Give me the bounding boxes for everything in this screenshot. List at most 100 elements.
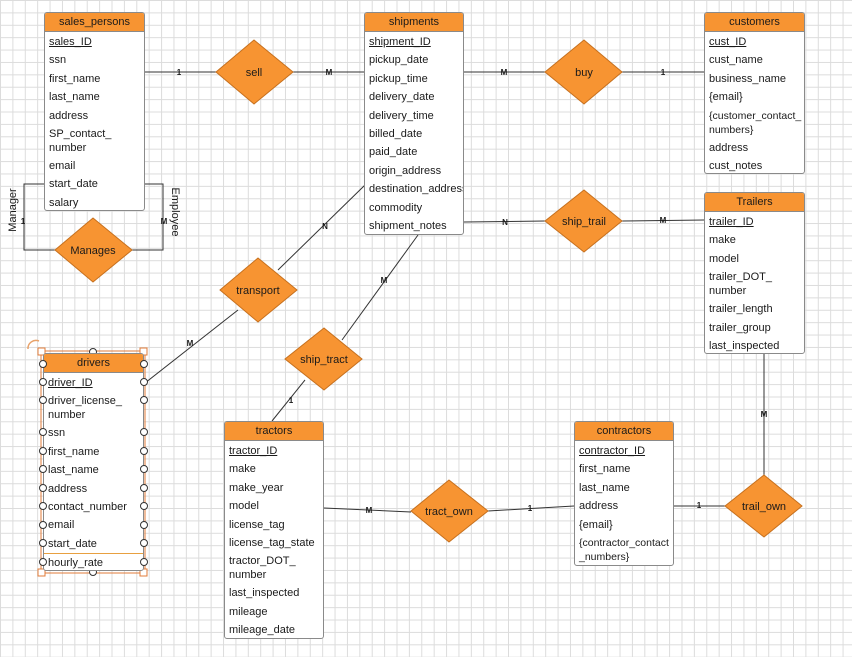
- relationship-buy[interactable]: buy: [544, 39, 623, 105]
- attribute: first_name: [579, 463, 631, 476]
- relationship-sell-label: sell: [246, 67, 263, 79]
- cardinality-transport-drivers: M: [187, 339, 194, 348]
- attribute: address: [48, 482, 88, 495]
- attribute: start_date: [48, 537, 97, 550]
- attribute: make: [709, 234, 736, 247]
- line-shipments-transport: [277, 184, 366, 271]
- line-shiptract-tractors: [271, 379, 306, 422]
- cardinality-buy-shipments: M: [501, 68, 508, 77]
- entity-tractors[interactable]: tractors tractor_ID make make_year model…: [224, 421, 324, 639]
- cardinality-manages-manager: 1: [21, 217, 26, 226]
- relationship-manages[interactable]: Manages: [54, 217, 133, 283]
- attribute: last_inspected: [229, 587, 300, 600]
- relationship-ship-trail[interactable]: ship_trail: [544, 189, 623, 253]
- cardinality-buy-customers: 1: [661, 68, 666, 77]
- attribute: cust_notes: [709, 159, 763, 172]
- entity-title: tractors: [225, 422, 323, 441]
- line-tractown-contractors: [487, 505, 575, 512]
- cardinality-sell-shipments: M: [326, 68, 333, 77]
- attribute: contact_number: [48, 500, 127, 513]
- entity-contractors[interactable]: contractors contractor_ID first_name las…: [574, 421, 674, 566]
- relationship-ship-tract-label: ship_tract: [300, 354, 348, 366]
- role-employee-label: Employee: [169, 188, 181, 237]
- attribute: salary: [49, 196, 79, 209]
- attribute-list: contractor_ID first_name last_name addre…: [575, 441, 673, 565]
- attribute: hourly_rate: [44, 553, 143, 570]
- relationship-trail-own[interactable]: trail_own: [724, 474, 803, 538]
- rotate-icon[interactable]: [27, 339, 40, 350]
- attribute: ssn: [49, 54, 67, 67]
- attribute: last_name: [49, 91, 100, 104]
- attribute: first_name: [48, 445, 100, 458]
- attribute-list: driver_ID driver_license_ number ssn fir…: [44, 373, 143, 570]
- attribute: trailer_group: [709, 321, 771, 334]
- entity-customers[interactable]: customers cust_ID cust_name business_nam…: [704, 12, 805, 174]
- attribute: billed_date: [369, 127, 423, 140]
- attribute-list: sales_ID ssn first_name last_name addres…: [45, 32, 144, 210]
- line-manages-manager: [23, 183, 55, 251]
- attribute: SP_contact_ number: [49, 127, 112, 154]
- cardinality-shiptract-shipments: M: [381, 276, 388, 285]
- line-manages-employee: [132, 183, 164, 251]
- attribute-list: shipment_ID pickup_date pickup_time deli…: [365, 32, 464, 234]
- attribute: tractor_DOT_ number: [229, 555, 296, 582]
- attribute-list: trailer_ID make model trailer_DOT_ numbe…: [705, 212, 804, 353]
- attribute-list: cust_ID cust_name business_name {email} …: [705, 32, 804, 173]
- attribute: trailer_DOT_ number: [709, 271, 772, 298]
- entity-title: shipments: [365, 13, 463, 32]
- entity-title: customers: [705, 13, 804, 32]
- attribute: start_date: [49, 178, 98, 191]
- relationship-transport-label: transport: [236, 285, 279, 297]
- entity-trailers[interactable]: Trailers trailer_ID make model trailer_D…: [704, 192, 805, 354]
- entity-drivers[interactable]: drivers driver_ID driver_license_ number…: [43, 353, 144, 571]
- attribute: driver_license_ number: [48, 395, 122, 422]
- resize-handle[interactable]: [37, 347, 46, 356]
- attribute: license_tag_state: [229, 536, 315, 549]
- attribute-primary-key: trailer_ID: [709, 216, 754, 228]
- attribute: ssn: [48, 427, 66, 440]
- attribute: paid_date: [369, 146, 418, 159]
- drivers-selection-handles[interactable]: [27, 339, 148, 577]
- attribute: commodity: [369, 201, 423, 214]
- attribute: shipment_notes: [369, 219, 447, 232]
- cardinality-sell-sales: 1: [177, 68, 182, 77]
- cardinality-tractown-contractors: 1: [528, 504, 533, 513]
- attribute: {email}: [709, 91, 743, 104]
- cardinality-trailown-contractors: 1: [697, 501, 702, 510]
- attribute: {contractor_contact _numbers}: [579, 536, 669, 563]
- attribute: last_inspected: [709, 339, 780, 352]
- attribute: mileage_date: [229, 624, 296, 637]
- resize-handle[interactable]: [37, 568, 46, 577]
- relationship-sell[interactable]: sell: [215, 39, 294, 105]
- cardinality-shiptract-tractors: 1: [289, 396, 294, 405]
- relationship-buy-label: buy: [575, 67, 593, 79]
- entity-title: Trailers: [705, 193, 804, 212]
- attribute: origin_address: [369, 164, 442, 177]
- entity-sales-persons[interactable]: sales_persons sales_ID ssn first_name la…: [44, 12, 145, 211]
- attribute: address: [579, 500, 619, 513]
- attribute: license_tag: [229, 518, 285, 531]
- attribute: destination_address: [369, 183, 464, 196]
- line-shiptrail-trailers: [621, 219, 705, 222]
- role-manager-label: Manager: [7, 188, 19, 232]
- attribute: mileage: [229, 605, 268, 618]
- attribute: pickup_time: [369, 72, 428, 85]
- attribute: {customer_contact_ numbers}: [709, 109, 802, 136]
- entity-title: sales_persons: [45, 13, 144, 32]
- line-shipments-shiptrail: [463, 220, 546, 223]
- attribute: delivery_date: [369, 91, 435, 104]
- attribute: model: [709, 252, 739, 265]
- relationship-transport[interactable]: transport: [219, 257, 298, 323]
- attribute: address: [709, 141, 749, 154]
- line-shipments-shiptract: [341, 234, 419, 341]
- relationship-ship-tract[interactable]: ship_tract: [284, 327, 363, 391]
- attribute: make: [229, 463, 256, 476]
- attribute-primary-key: shipment_ID: [369, 36, 431, 48]
- relationship-tract-own[interactable]: tract_own: [410, 479, 489, 543]
- attribute: business_name: [709, 72, 787, 85]
- cardinality-manages-employee: M: [161, 217, 168, 226]
- attribute-primary-key: driver_ID: [48, 377, 93, 389]
- entity-shipments[interactable]: shipments shipment_ID pickup_date pickup…: [364, 12, 464, 235]
- attribute: {email}: [579, 518, 613, 531]
